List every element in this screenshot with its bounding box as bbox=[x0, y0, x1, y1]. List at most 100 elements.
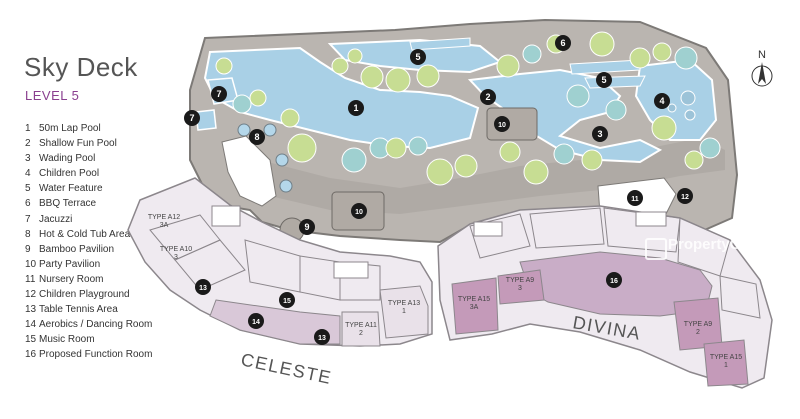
pool-feature bbox=[680, 90, 696, 106]
celeste-unit-a13 bbox=[379, 285, 429, 339]
tree bbox=[553, 143, 575, 165]
party-pavilion-top bbox=[486, 107, 538, 141]
amenity-marker: 7 bbox=[211, 86, 227, 102]
divina-unit-a15 bbox=[451, 277, 499, 335]
legend-number: 4 bbox=[25, 168, 31, 180]
marker-dot bbox=[248, 313, 264, 329]
tree bbox=[215, 57, 233, 75]
legend-number: 5 bbox=[25, 183, 31, 195]
amenity-marker: 9 bbox=[299, 219, 315, 235]
divina-unit-a9 bbox=[497, 269, 545, 305]
unit-label: 3 bbox=[174, 254, 178, 261]
amenity-marker: 5 bbox=[596, 72, 612, 88]
unit-label: 3A bbox=[160, 222, 169, 229]
tree bbox=[280, 108, 300, 128]
unit-label: TYPE A9 bbox=[684, 321, 713, 328]
marker-number: 16 bbox=[610, 278, 618, 285]
legend-label: Children Pool bbox=[39, 168, 100, 180]
legend-label: Hot & Cold Tub Area bbox=[39, 228, 131, 240]
tree bbox=[566, 84, 590, 108]
legend-number: 11 bbox=[25, 273, 36, 285]
tree bbox=[287, 133, 317, 163]
marker-number: 7 bbox=[216, 89, 221, 99]
legend-label: Wading Pool bbox=[39, 153, 96, 165]
map-title: Sky Deck bbox=[24, 52, 138, 82]
marker-number: 5 bbox=[415, 52, 420, 62]
building-name-celeste: CELESTE bbox=[239, 349, 334, 388]
tree bbox=[416, 64, 440, 88]
legend-label: Table Tennis Area bbox=[39, 304, 118, 316]
legend-item: 3 Wading Pool bbox=[25, 151, 152, 166]
amenity-marker: 10 bbox=[494, 116, 510, 132]
tree bbox=[426, 158, 454, 186]
divina-interior bbox=[469, 207, 761, 319]
legend-label: Water Feature bbox=[39, 183, 103, 195]
legend-number: 10 bbox=[25, 258, 37, 270]
amenity-marker: 12 bbox=[677, 188, 693, 204]
marker-dot bbox=[480, 89, 496, 105]
marker-number: 7 bbox=[189, 113, 194, 123]
tree bbox=[589, 31, 615, 57]
tree bbox=[385, 137, 407, 159]
amenity-marker: 5 bbox=[410, 49, 426, 65]
marker-number: 14 bbox=[252, 319, 260, 326]
marker-number: 9 bbox=[304, 222, 309, 232]
tree bbox=[522, 44, 542, 64]
tree bbox=[699, 137, 721, 159]
amenity-marker: 15 bbox=[279, 292, 295, 308]
marker-number: 3 bbox=[597, 129, 602, 139]
unit-label: 3 bbox=[518, 285, 522, 292]
tree bbox=[651, 115, 677, 141]
legend-label: Children Playground bbox=[39, 289, 130, 301]
tree bbox=[629, 47, 651, 69]
legend-item: 5 Water Feature bbox=[25, 181, 152, 196]
amenity-marker: 2 bbox=[480, 89, 496, 105]
amenity-marker: 13 bbox=[314, 329, 330, 345]
amenity-marker: 3 bbox=[592, 126, 608, 142]
legend-number: 15 bbox=[25, 334, 37, 346]
marker-number: 6 bbox=[560, 38, 565, 48]
tree bbox=[674, 46, 698, 70]
marker-dot bbox=[351, 203, 367, 219]
tree bbox=[652, 42, 672, 62]
unit-label: TYPE A15 bbox=[710, 354, 742, 361]
legend-number: 1 bbox=[25, 123, 31, 134]
propertyguru-logo-icon bbox=[645, 238, 667, 260]
marker-dot bbox=[555, 35, 571, 51]
marker-dot bbox=[314, 329, 330, 345]
tree bbox=[347, 48, 363, 64]
amenity-marker: 16 bbox=[606, 272, 622, 288]
compass-label: N bbox=[758, 49, 766, 61]
tree bbox=[605, 99, 627, 121]
tree bbox=[341, 147, 367, 173]
unit-label: 3A bbox=[470, 304, 479, 311]
marker-number: 13 bbox=[199, 285, 207, 292]
jacuzzi-pool bbox=[195, 109, 217, 131]
unit-label: TYPE A12 bbox=[148, 214, 180, 221]
marker-number: 4 bbox=[659, 96, 664, 106]
marker-dot bbox=[211, 86, 227, 102]
legend-number: 2 bbox=[25, 138, 31, 150]
north-compass: N bbox=[748, 48, 776, 92]
legend-label: Bamboo Pavilion bbox=[39, 243, 115, 255]
legend-label: Aerobics / Dancing Room bbox=[39, 319, 153, 331]
legend-number: 3 bbox=[25, 153, 31, 165]
marker-dot bbox=[627, 190, 643, 206]
unit-label: TYPE A10 bbox=[160, 246, 192, 253]
legend-label: BBQ Terrace bbox=[39, 198, 97, 210]
marker-dot bbox=[279, 292, 295, 308]
unit-label: TYPE A11 bbox=[345, 322, 377, 329]
water-feature-strip bbox=[569, 59, 641, 75]
tree bbox=[496, 54, 520, 78]
water-feature-strip bbox=[584, 75, 646, 89]
tree bbox=[360, 65, 384, 89]
